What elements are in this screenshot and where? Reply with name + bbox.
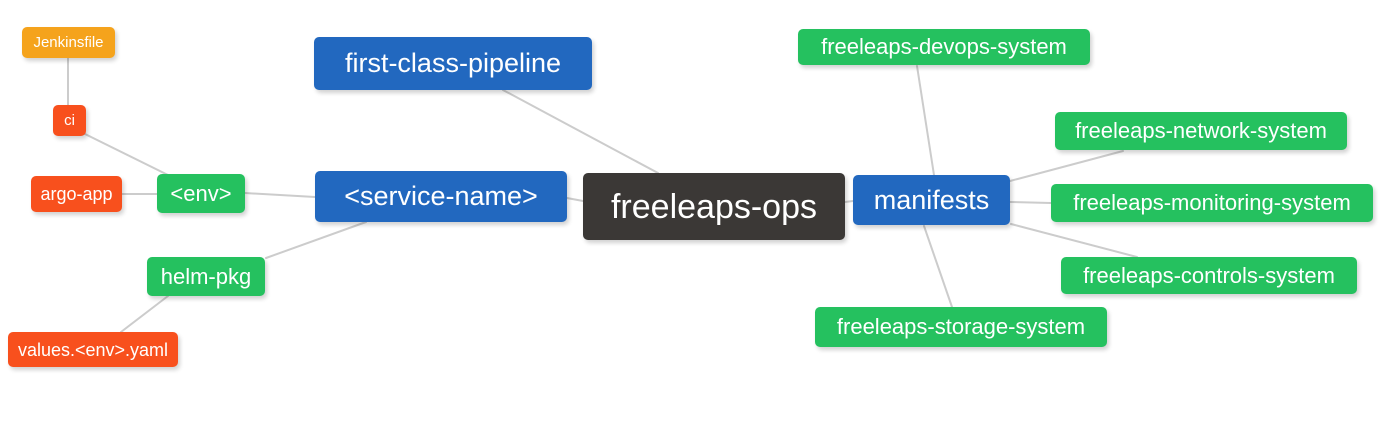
edge-manifests-network-system xyxy=(1009,150,1124,182)
node-label: <service-name> xyxy=(344,181,538,211)
edge-helm-pkg-service-name xyxy=(265,221,367,259)
node-label: freeleaps-monitoring-system xyxy=(1073,190,1351,215)
node-controls-system: freeleaps-controls-system xyxy=(1061,257,1357,294)
node-label: freeleaps-devops-system xyxy=(821,34,1067,59)
edge-service-name-freeleaps-ops xyxy=(566,197,584,202)
node-storage-system: freeleaps-storage-system xyxy=(815,307,1107,347)
node-manifests: manifests xyxy=(853,175,1010,225)
node-network-system: freeleaps-network-system xyxy=(1055,112,1347,150)
edge-manifests-controls-system xyxy=(1010,223,1138,258)
node-label: freeleaps-storage-system xyxy=(836,314,1086,339)
node-freeleaps-ops: freeleaps-ops xyxy=(583,173,845,240)
node-devops-system: freeleaps-devops-system xyxy=(798,29,1090,65)
node-label: <env> xyxy=(170,180,232,206)
node-label: manifests xyxy=(873,184,990,215)
node-values-env-yaml: values.<env>.yaml xyxy=(8,332,178,367)
node-label: freeleaps-network-system xyxy=(1075,118,1327,143)
node-label: first-class-pipeline xyxy=(344,48,562,78)
node-env: <env> xyxy=(157,174,245,213)
node-helm-pkg: helm-pkg xyxy=(147,257,265,296)
edge-manifests-storage-system xyxy=(923,225,953,308)
node-label: freeleaps-ops xyxy=(610,187,817,226)
edge-first-class-pipeline-freeleaps-ops xyxy=(502,89,659,174)
node-label: argo-app xyxy=(40,184,113,204)
node-first-class-pipeline: first-class-pipeline xyxy=(314,37,592,90)
node-label: helm-pkg xyxy=(160,263,252,289)
node-label: ci xyxy=(64,112,75,129)
edge-manifests-monitoring-system xyxy=(1009,201,1052,204)
node-ci: ci xyxy=(53,105,86,136)
node-label: values.<env>.yaml xyxy=(17,339,169,360)
edge-freeleaps-ops-manifests xyxy=(844,200,854,203)
node-argo-app: argo-app xyxy=(31,176,122,212)
node-label: freeleaps-controls-system xyxy=(1083,262,1335,288)
edge-manifests-devops-system xyxy=(916,65,935,176)
edge-env-service-name xyxy=(244,192,316,198)
node-label: Jenkinsfile xyxy=(33,34,104,51)
node-service-name: <service-name> xyxy=(315,171,567,222)
edge-helm-pkg-values-env-yaml xyxy=(120,295,169,333)
node-jenkinsfile: Jenkinsfile xyxy=(22,27,115,58)
edge-ci-env xyxy=(84,133,171,177)
node-monitoring-system: freeleaps-monitoring-system xyxy=(1051,184,1373,222)
